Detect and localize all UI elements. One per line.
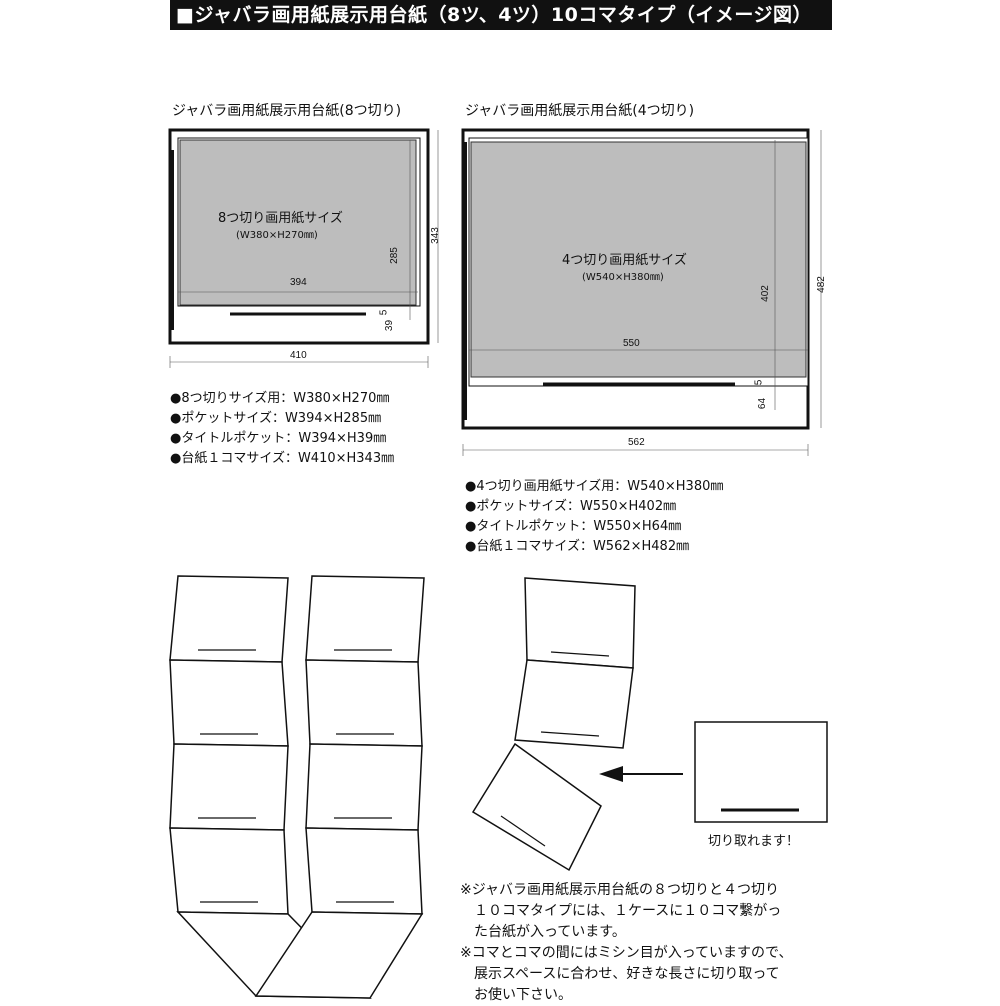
note-line: お使い下さい。 [460, 987, 572, 1003]
note-line: た台紙が入っています。 [460, 924, 626, 940]
board4-dim-562: 562 [628, 437, 645, 448]
board4-specs: ●4つ切り画用紙サイズ用：W540×H380㎜ ●ポケットサイズ：W550×H4… [465, 477, 723, 557]
board4-diagram [461, 128, 822, 456]
board8-dim-343: 343 [429, 227, 441, 244]
board8-dim-410: 410 [290, 350, 307, 361]
arrow-left-icon [599, 766, 623, 782]
board8-dim-5: 5 [378, 309, 390, 316]
spec-line: ●ポケットサイズ：W394×H285㎜ [170, 411, 382, 426]
board8-title: ジャバラ画用紙展示用台紙(8つ切り) [172, 103, 402, 119]
board8-specs: ●8つ切りサイズ用：W380×H270㎜ ●ポケットサイズ：W394×H285㎜… [170, 389, 394, 469]
notes: ※ジャバラ画用紙展示用台紙の８つ切りと４つ切り １０コマタイプには、１ケースに１… [460, 880, 792, 1006]
board8-dim-394: 394 [290, 277, 307, 288]
spec-line: ●台紙１コマサイズ：W410×H343㎜ [170, 451, 395, 466]
note-line: ※ジャバラ画用紙展示用台紙の８つ切りと４つ切り [460, 882, 780, 898]
board8-diagram [168, 128, 439, 368]
spec-line: ●4つ切り画用紙サイズ用：W540×H380㎜ [465, 479, 724, 494]
cut-illustration [471, 577, 828, 872]
board8-paper [179, 139, 417, 306]
note-line: 展示スペースに合わせ、好きな長さに切り取って [460, 966, 780, 982]
board4-dim-402: 402 [759, 285, 771, 302]
board4-paper-size: (W540×H380㎜) [582, 272, 664, 283]
detached-panel [694, 721, 828, 823]
board4-dim-64: 64 [757, 397, 769, 410]
board4-title: ジャバラ画用紙展示用台紙(4つ切り) [465, 103, 695, 119]
board4-paper [470, 141, 807, 378]
board8-paper-label: 8つ切り画用紙サイズ [218, 211, 343, 226]
spec-line: ●8つ切りサイズ用：W380×H270㎜ [170, 391, 390, 406]
spec-line: ●タイトルポケット：W394×H39㎜ [170, 431, 387, 446]
board4-dim-5: 5 [753, 379, 765, 386]
board4-dim-550: 550 [623, 338, 640, 349]
board4-paper-label: 4つ切り画用紙サイズ [562, 253, 687, 268]
spec-line: ●台紙１コマサイズ：W562×H482㎜ [465, 539, 690, 554]
board8-paper-size: (W380×H270㎜) [236, 230, 318, 241]
cut-label: 切り取れます！ [708, 834, 800, 849]
board8-dim-285: 285 [388, 247, 400, 264]
note-line: １０コマタイプには、１ケースに１０コマ繋がっ [460, 903, 782, 919]
page-title: ■ジャバラ画用紙展示用台紙（8ツ、4ツ）10コマタイプ（イメージ図） [170, 0, 832, 30]
note-line: ※コマとコマの間にはミシン目が入っていますので、 [460, 945, 793, 961]
board8-dim-39: 39 [384, 319, 396, 332]
board4-dim-482: 482 [815, 276, 827, 293]
spec-line: ●ポケットサイズ：W550×H402㎜ [465, 499, 677, 514]
spec-line: ●タイトルポケット：W550×H64㎜ [465, 519, 682, 534]
accordion-illustration [169, 575, 425, 999]
